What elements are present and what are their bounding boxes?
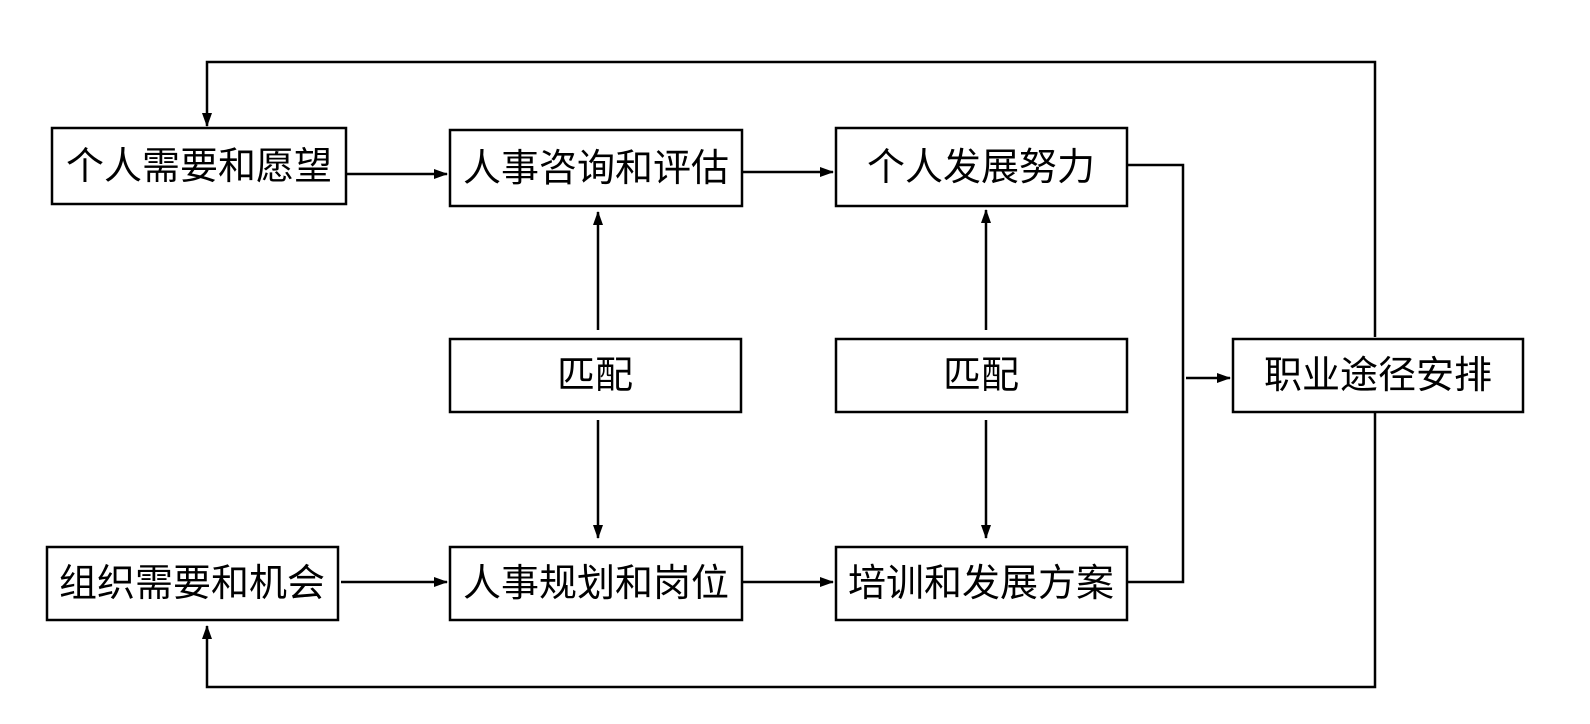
node-match-left: 匹配 bbox=[448, 337, 743, 414]
node-personal-development: 个人发展努力 bbox=[834, 126, 1129, 208]
node-personal-needs-label: 个人需要和愿望 bbox=[66, 144, 332, 188]
node-org-needs-label: 组织需要和机会 bbox=[59, 561, 325, 605]
edge-career-feedback-bottom bbox=[202, 412, 1377, 689]
node-match-right-label: 匹配 bbox=[943, 353, 1019, 397]
node-match-right: 匹配 bbox=[834, 337, 1129, 414]
node-career-path-label: 职业途径安排 bbox=[1264, 353, 1492, 397]
edge-development-to-merge bbox=[1128, 163, 1185, 584]
node-training-plan-label: 培训和发展方案 bbox=[848, 561, 1114, 605]
edges bbox=[202, 60, 1377, 689]
node-personnel-consulting: 人事咨询和评估 bbox=[448, 128, 744, 208]
edge-career-feedback-top bbox=[202, 60, 1377, 337]
node-personnel-consulting-label: 人事咨询和评估 bbox=[463, 146, 729, 190]
node-personal-development-label: 个人发展努力 bbox=[867, 145, 1095, 189]
node-career-path: 职业途径安排 bbox=[1231, 337, 1525, 414]
node-org-needs: 组织需要和机会 bbox=[45, 545, 340, 622]
node-personnel-planning: 人事规划和岗位 bbox=[448, 545, 744, 622]
node-match-left-label: 匹配 bbox=[557, 353, 633, 397]
node-training-plan: 培训和发展方案 bbox=[834, 545, 1129, 622]
node-personnel-planning-label: 人事规划和岗位 bbox=[463, 561, 729, 605]
node-personal-needs: 个人需要和愿望 bbox=[50, 126, 348, 206]
